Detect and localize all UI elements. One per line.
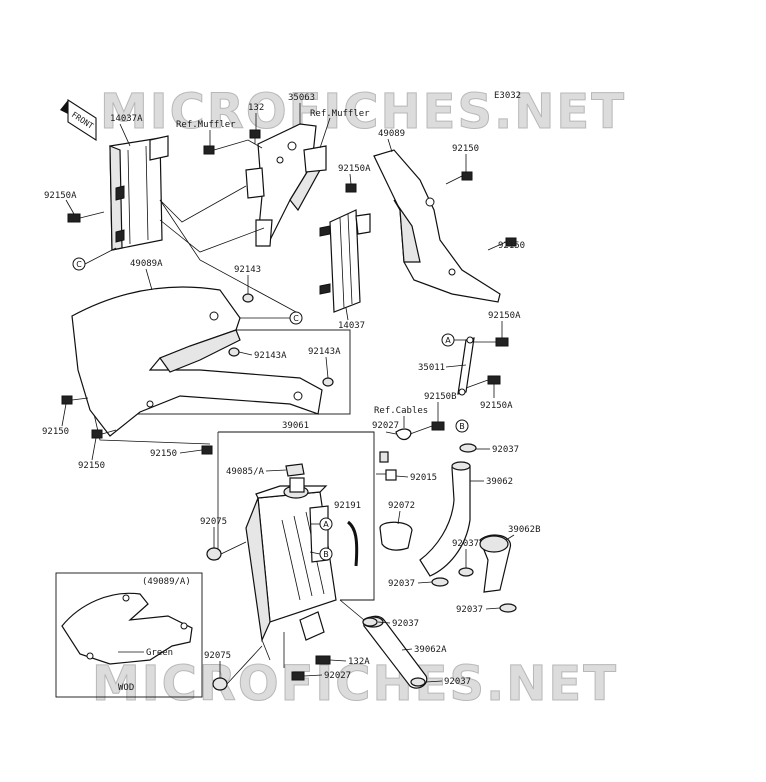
label-92037-5: 92037 — [392, 619, 419, 629]
label-14037: 14037 — [338, 321, 365, 331]
inset-title: (49089/A) — [142, 577, 191, 587]
ref-b-top-text: B — [459, 422, 465, 431]
bolt-132-icon — [249, 129, 261, 144]
clamp-92037-1-icon — [459, 443, 477, 453]
clamp-92037-5-icon — [362, 617, 378, 627]
clip-92015-icon — [385, 469, 397, 481]
label-92072: 92072 — [388, 501, 415, 511]
label-92037-6: 92037 — [444, 677, 471, 687]
clamp-92027-top-icon — [395, 428, 412, 441]
label-92150-bc: 92150 — [150, 449, 177, 459]
bolt-92150-bl2-icon — [91, 429, 117, 439]
label-92027-bottom: 92027 — [324, 671, 351, 681]
watermark-bottom: MICROFICHES.NET — [92, 656, 618, 712]
shroud-panel-14037a — [109, 135, 169, 251]
ref-a-top-text: A — [445, 336, 451, 345]
ref-c-center-text: C — [293, 314, 299, 323]
diagram-code: E3032 — [494, 91, 521, 101]
bolt-92150b-icon — [431, 421, 445, 431]
label-92015: 92015 — [410, 473, 437, 483]
grommet-92143a-1-icon — [228, 347, 240, 357]
inset-shroud — [61, 592, 193, 665]
bolt-92150a-r1-icon — [474, 337, 509, 347]
band-92072-icon — [379, 521, 413, 551]
grommet-92143-icon — [242, 293, 254, 303]
bolt-92150a-r2-icon — [465, 375, 501, 389]
bolt-92150-bl1-icon — [61, 395, 89, 405]
bracket-35063 — [245, 123, 327, 247]
label-92027-top: 92027 — [372, 421, 399, 431]
label-39062: 39062 — [486, 477, 513, 487]
label-49089a: 49089A — [130, 259, 163, 269]
shroud-panel-14037 — [319, 209, 371, 313]
bolt-92150-tr-icon — [445, 171, 473, 185]
clamp-92037-2-icon — [458, 567, 474, 577]
inset-box — [55, 572, 203, 698]
grommet-92075-2-icon — [212, 677, 228, 691]
label-35011: 35011 — [418, 363, 445, 373]
label-92150a-center: 92150A — [338, 164, 371, 174]
inset-wod-label: WOD — [118, 683, 134, 693]
hose-39062b — [479, 534, 511, 593]
bolt-132a-icon — [315, 655, 331, 665]
watermark-top: MICROFICHES.NET — [100, 84, 626, 140]
label-92075-1: 92075 — [200, 517, 227, 527]
label-92150-bl2: 92150 — [78, 461, 105, 471]
label-92143a-1: 92143A — [254, 351, 287, 361]
label-14037a: 14037A — [110, 114, 143, 124]
label-92037-2: 92037 — [452, 539, 479, 549]
hose-39062 — [419, 461, 471, 577]
clamp-92037-6-icon — [410, 677, 426, 687]
grommet-92143a-2-icon — [322, 377, 334, 387]
radiator-39061 — [245, 477, 337, 661]
ref-b-mid-text: B — [323, 550, 329, 559]
bolt-ref-muffler-icon — [203, 145, 215, 155]
inset-green-label: Green — [146, 648, 173, 658]
ref-circle-b-top — [455, 419, 469, 433]
label-132a: 132A — [348, 657, 370, 667]
clamp-92027-bottom-icon — [291, 671, 305, 681]
shroud-49089a — [71, 286, 323, 437]
part-49085a-icon — [285, 463, 305, 477]
label-92150a-r1: 92150A — [488, 311, 521, 321]
label-92150-bl1: 92150 — [42, 427, 69, 437]
cap-icon — [379, 451, 389, 463]
label-ref-muffler-2: Ref.Muffler — [310, 109, 370, 119]
label-35063: 35063 — [288, 93, 315, 103]
label-132: 132 — [248, 103, 264, 113]
bolt-92150-right-icon — [487, 237, 517, 251]
grommet-92075-1-icon — [206, 547, 222, 561]
clamp-92037-3-icon — [431, 577, 449, 587]
front-arrow-icon: FRONT — [60, 98, 97, 142]
frame-39061 — [218, 431, 375, 601]
label-92075-2: 92075 — [204, 651, 231, 661]
label-92143: 92143 — [234, 265, 261, 275]
label-92150b: 92150B — [424, 392, 457, 402]
bolt-92150-bc-icon — [201, 445, 213, 455]
label-92191: 92191 — [334, 501, 361, 511]
label-92150a-left: 92150A — [44, 191, 77, 201]
bolt-92150a-center-icon — [345, 183, 357, 193]
label-49085a: 49085/A — [226, 467, 265, 477]
tube-92191 — [346, 520, 359, 567]
clamp-92037-4-icon — [499, 603, 517, 613]
ref-a-mid-text: A — [323, 520, 329, 529]
label-49089: 49089 — [378, 129, 405, 139]
label-92150-right: 92150 — [498, 241, 525, 251]
label-ref-muffler-1: Ref.Muffler — [176, 120, 236, 130]
shroud-49089 — [373, 149, 501, 303]
label-ref-cables: Ref.Cables — [374, 406, 428, 416]
label-92037-3: 92037 — [388, 579, 415, 589]
label-92143a-2: 92143A — [308, 347, 341, 357]
stay-35011 — [457, 336, 475, 396]
label-92037-1: 92037 — [492, 445, 519, 455]
ref-c-left-text: C — [76, 260, 82, 269]
label-92037-4: 92037 — [456, 605, 483, 615]
label-39062b: 39062B — [508, 525, 541, 535]
label-39061: 39061 — [282, 421, 309, 431]
label-92150a-r2: 92150A — [480, 401, 513, 411]
label-92150-tr: 92150 — [452, 144, 479, 154]
label-39062a: 39062A — [414, 645, 447, 655]
